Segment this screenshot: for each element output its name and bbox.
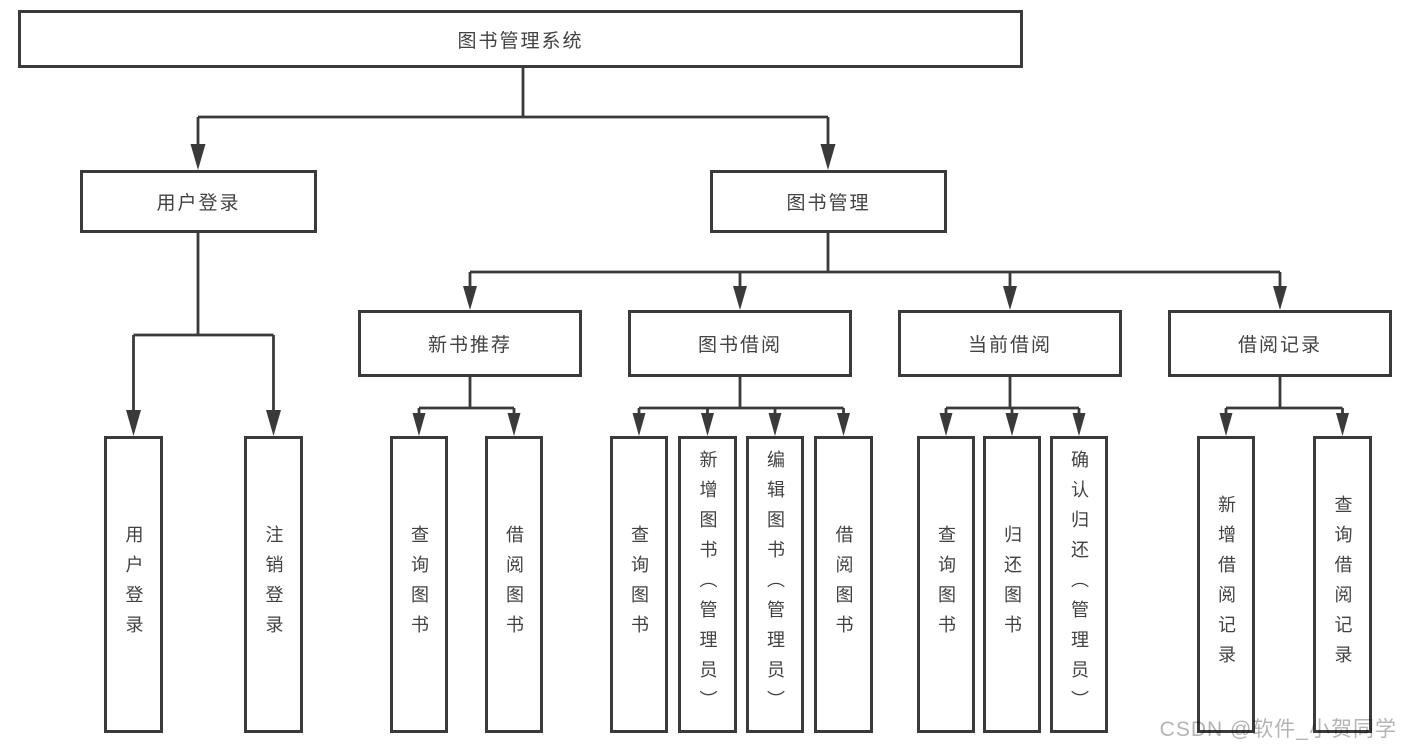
node-label: 新增借阅记录 [1216,494,1236,675]
connector-book-mgmt [463,233,1287,310]
arrowhead [1003,286,1017,310]
leaf-cb-confirm-return: 确认归还（管理员） [1050,436,1108,733]
leaf-cb-query-books: 查询图书 [917,436,975,733]
node-label: 当前借阅 [967,335,1052,356]
arrowhead [837,413,850,436]
node-label: 图书管理 [786,193,871,214]
connector-line [196,68,830,146]
node-current-borrow: 当前借阅 [898,310,1122,377]
node-label: 查询借阅记录 [1332,494,1353,675]
connector-line [468,233,1282,288]
arrowhead [1336,413,1349,436]
arrowhead [768,413,782,436]
node-label: 新书推荐 [427,335,512,356]
node-book-borrow: 图书借阅 [628,310,852,377]
connector-line [132,233,275,412]
arrowhead [701,413,714,436]
arrowhead [733,286,747,310]
arrowhead [412,413,426,436]
watermark: CSDN @软件_小贺同学 [1159,718,1397,741]
arrowhead [126,410,141,436]
leaf-user-login: 用户登录 [104,436,163,733]
leaf-logout: 注销登录 [244,436,303,733]
leaf-bb-query-books: 查询图书 [610,436,668,733]
node-label: 查询图书 [409,524,429,645]
node-label: 图书借阅 [697,335,782,356]
leaf-bb-add-books: 新增图书（管理员） [678,436,737,733]
node-borrow-records: 借阅记录 [1168,310,1392,377]
connector-current-borrow [939,377,1086,436]
node-label: 借阅记录 [1237,335,1322,356]
node-label: 新增图书（管理员） [697,449,718,720]
arrowhead [1072,413,1086,436]
arrowhead [463,286,477,310]
node-label: 用户登录 [156,193,241,214]
node-label: 借阅图书 [504,524,524,645]
leaf-nb-query-books: 查询图书 [390,436,448,733]
arrowhead [190,144,206,170]
node-new-book-rec: 新书推荐 [358,310,582,377]
arrowhead [266,410,281,436]
arrowhead [632,413,646,436]
leaf-bb-borrow-books: 借阅图书 [814,436,873,733]
node-label: 归还图书 [1002,524,1022,645]
connector-line [637,377,845,415]
arrowhead [939,413,953,436]
arrowhead [820,144,836,170]
connector-root [190,68,836,170]
leaf-bb-edit-books: 编辑图书（管理员） [746,436,804,733]
node-label: 编辑图书（管理员） [765,449,785,720]
node-book-mgmt: 图书管理 [710,170,947,233]
connector-borrow-records [1219,377,1349,436]
connector-user-login [126,233,281,436]
connector-line [1224,377,1344,415]
arrowhead [507,413,521,436]
node-label: 注销登录 [263,524,284,645]
leaf-nb-borrow-books: 借阅图书 [485,436,543,733]
node-label: 确认归还（管理员） [1069,449,1089,720]
leaf-br-query-record: 查询借阅记录 [1313,436,1372,733]
leaf-cb-return-books: 归还图书 [983,436,1041,733]
connector-line [944,377,1081,415]
arrowhead [1273,286,1287,310]
connector-new-book-rec [412,377,521,436]
node-label: 查询图书 [629,524,649,645]
node-label: 借阅图书 [833,524,854,645]
connector-line [417,377,516,415]
node-user-login: 用户登录 [80,170,317,233]
node-label: 图书管理系统 [457,30,584,52]
node-label: 用户登录 [123,524,144,645]
node-label: 查询图书 [936,524,956,645]
arrowhead [1005,413,1019,436]
arrowhead [1219,413,1233,436]
leaf-br-add-record: 新增借阅记录 [1197,436,1255,733]
connector-book-borrow [632,377,850,436]
node-library-system: 图书管理系统 [18,10,1023,68]
